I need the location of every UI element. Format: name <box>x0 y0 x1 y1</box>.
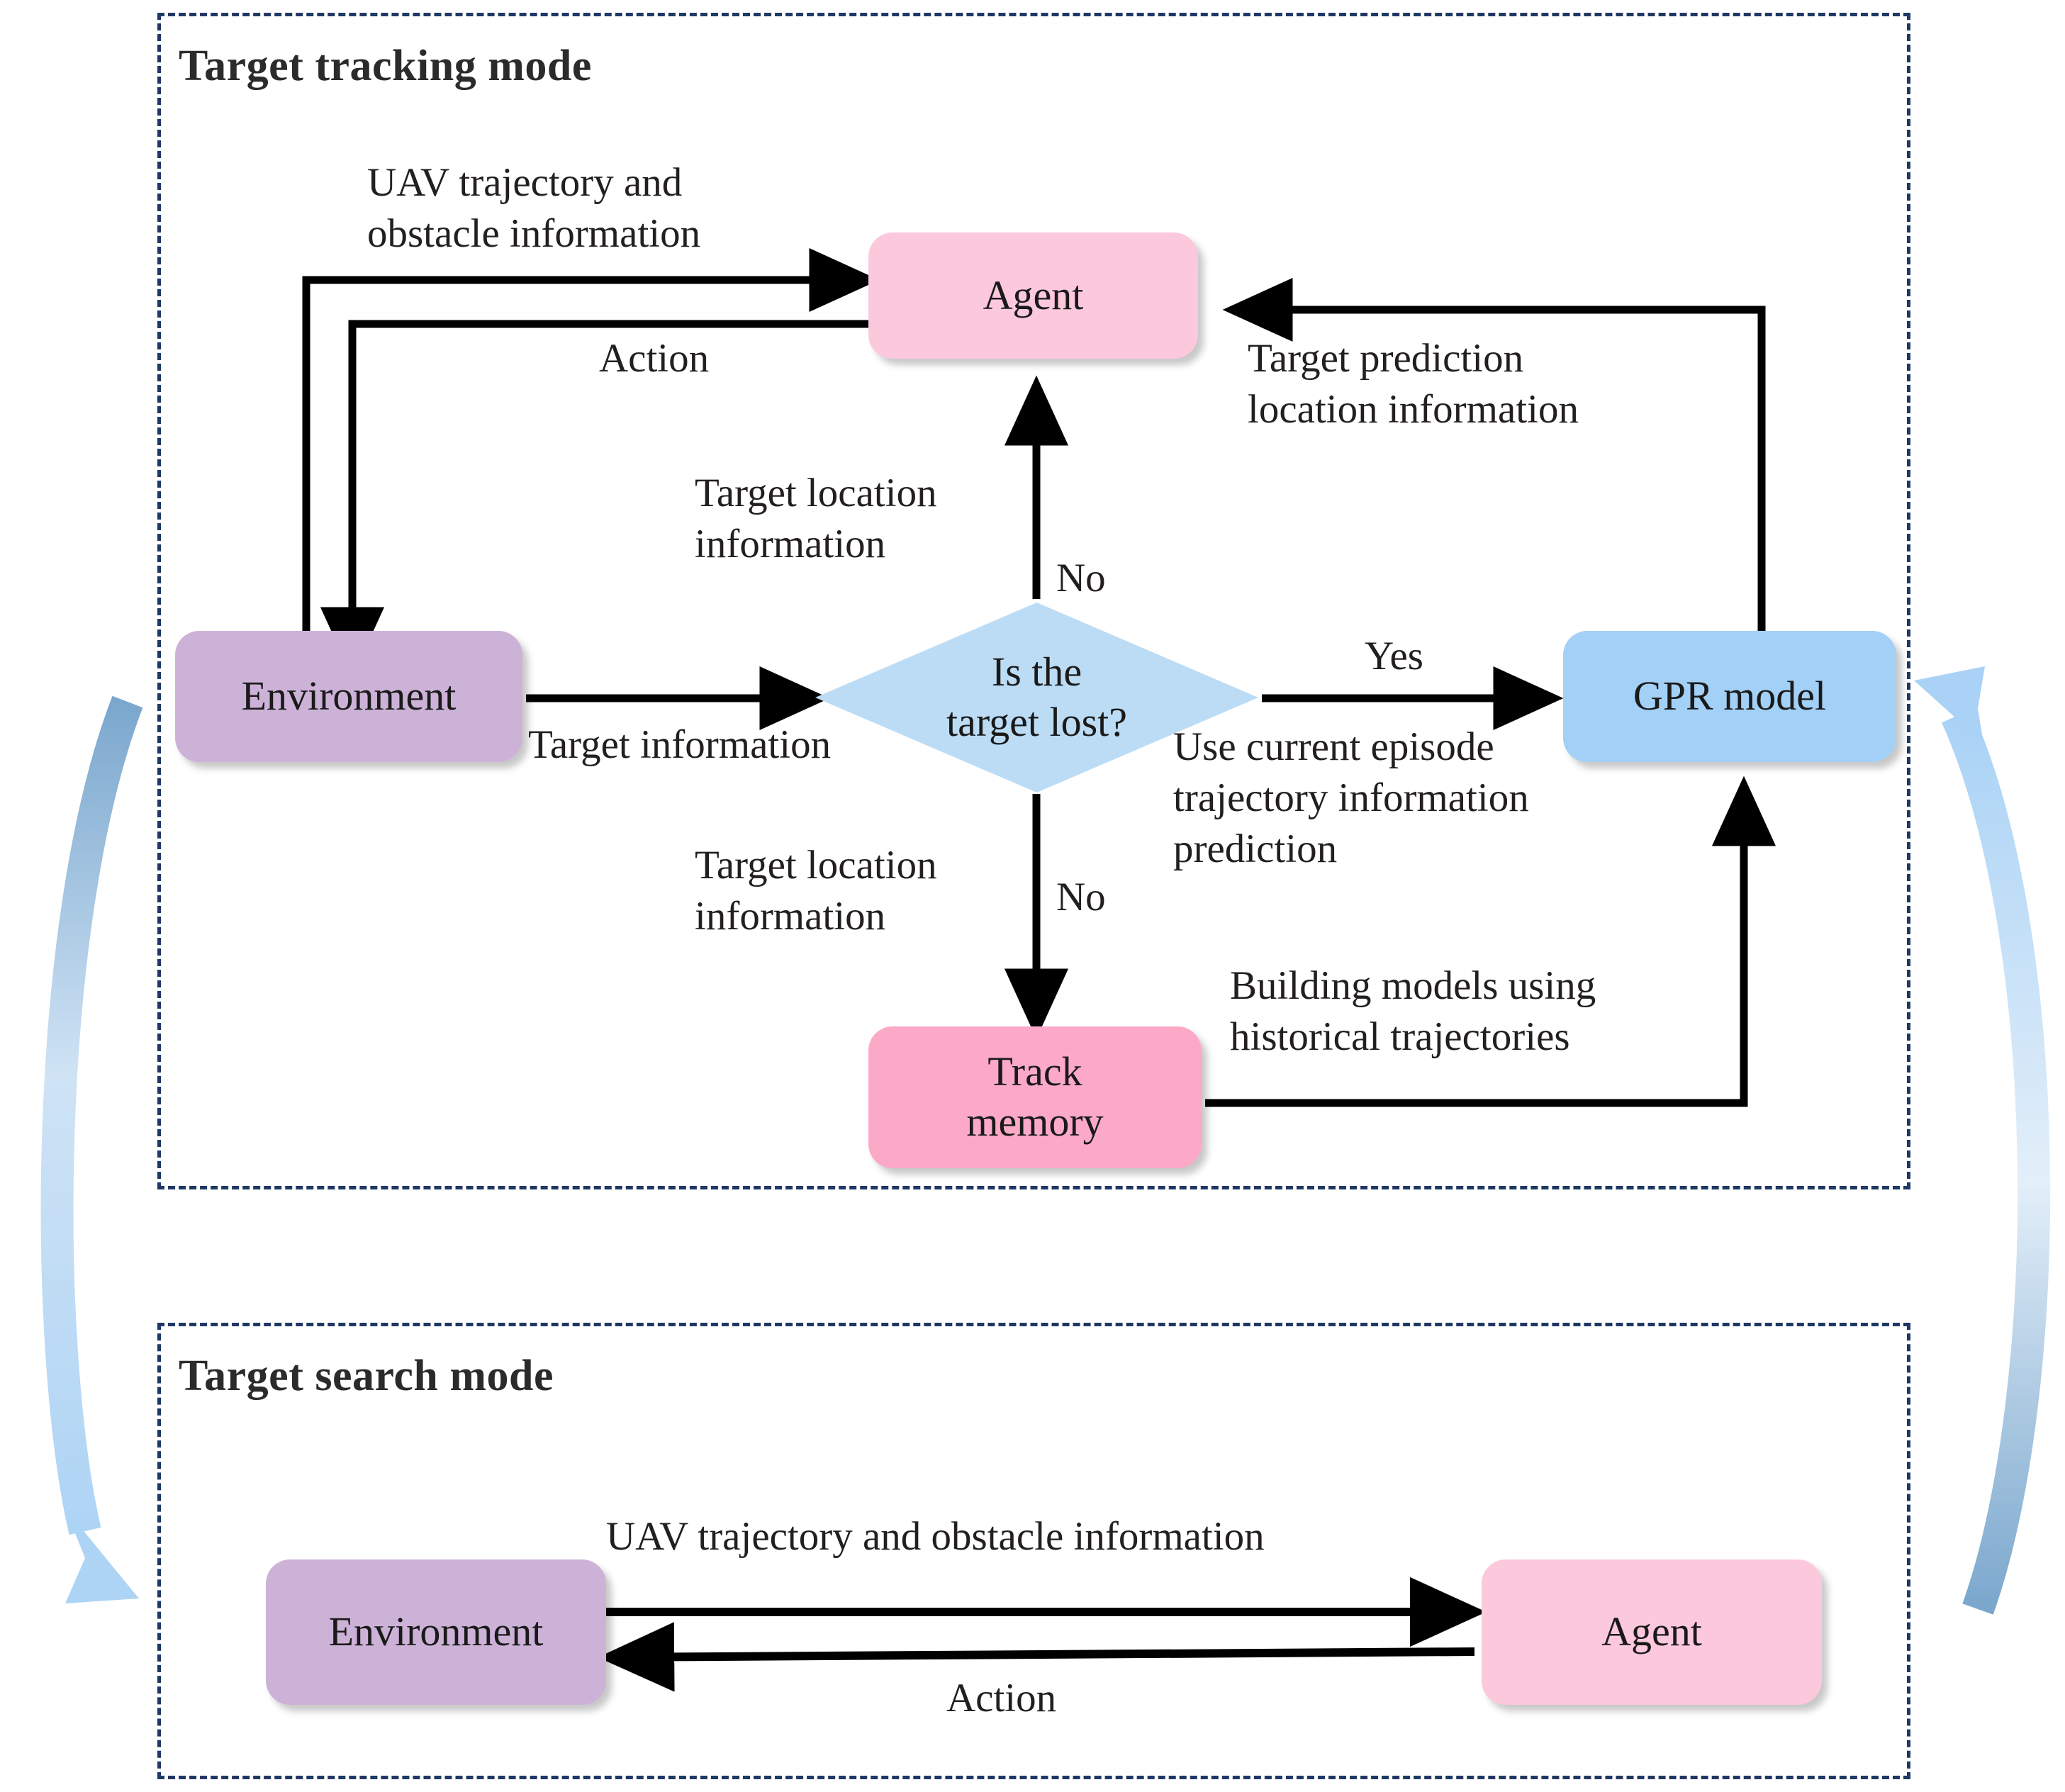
node-agent-top-label: Agent <box>983 271 1084 318</box>
node-agent-bottom[interactable]: Agent <box>1482 1559 1822 1705</box>
node-track-memory-label: Track memory <box>966 1048 1104 1145</box>
edge-action-top <box>320 320 868 678</box>
tracking-to-search-arrow <box>40 695 143 1603</box>
node-environment-top[interactable]: Environment <box>175 631 522 762</box>
label-building-models: Building models using historical traject… <box>1230 963 1596 1059</box>
node-environment-bottom[interactable]: Environment <box>266 1559 606 1705</box>
label-target-prediction: Target prediction location information <box>1248 336 1579 432</box>
label-uav-trajectory-top: UAV trajectory and obstacle information <box>367 160 701 256</box>
label-use-current-episode: Use current episode trajectory informati… <box>1173 724 1529 871</box>
node-environment-bottom-label: Environment <box>328 1608 544 1655</box>
label-uav-trajectory-bottom: UAV trajectory and obstacle information <box>606 1514 1265 1559</box>
node-environment-top-label: Environment <box>241 673 457 719</box>
node-gpr-model-label: GPR model <box>1633 673 1827 719</box>
search-to-tracking-arrow <box>1914 666 2051 1615</box>
label-action-top: Action <box>599 336 710 381</box>
edge-action-bottom <box>598 1622 1475 1692</box>
edge-building-models-to-gpr <box>1205 775 1776 1107</box>
label-target-information: Target information <box>528 722 832 767</box>
node-track-memory[interactable]: Track memory <box>868 1026 1202 1168</box>
label-yes: Yes <box>1365 634 1423 678</box>
target-search-mode-container <box>157 1323 1910 1779</box>
target-tracking-mode-title: Target tracking mode <box>179 42 592 90</box>
label-action-bottom: Action <box>946 1676 1057 1720</box>
edge-target-prediction-to-agent <box>1222 277 1766 645</box>
label-target-location-track: Target location information <box>695 843 937 939</box>
node-agent-top[interactable]: Agent <box>868 233 1198 359</box>
label-target-location-agent: Target location information <box>695 471 937 566</box>
node-agent-bottom-label: Agent <box>1601 1608 1702 1655</box>
label-no-up: No <box>1056 556 1106 600</box>
node-decision-line2: target lost? <box>946 699 1128 745</box>
edge-uav-trajectory-top <box>302 247 880 681</box>
target-search-mode-title: Target search mode <box>179 1352 554 1400</box>
target-tracking-mode-container <box>157 13 1910 1189</box>
node-decision-line1: Is the <box>991 649 1082 695</box>
label-no-down: No <box>1056 875 1106 919</box>
node-gpr-model[interactable]: GPR model <box>1563 631 1896 762</box>
